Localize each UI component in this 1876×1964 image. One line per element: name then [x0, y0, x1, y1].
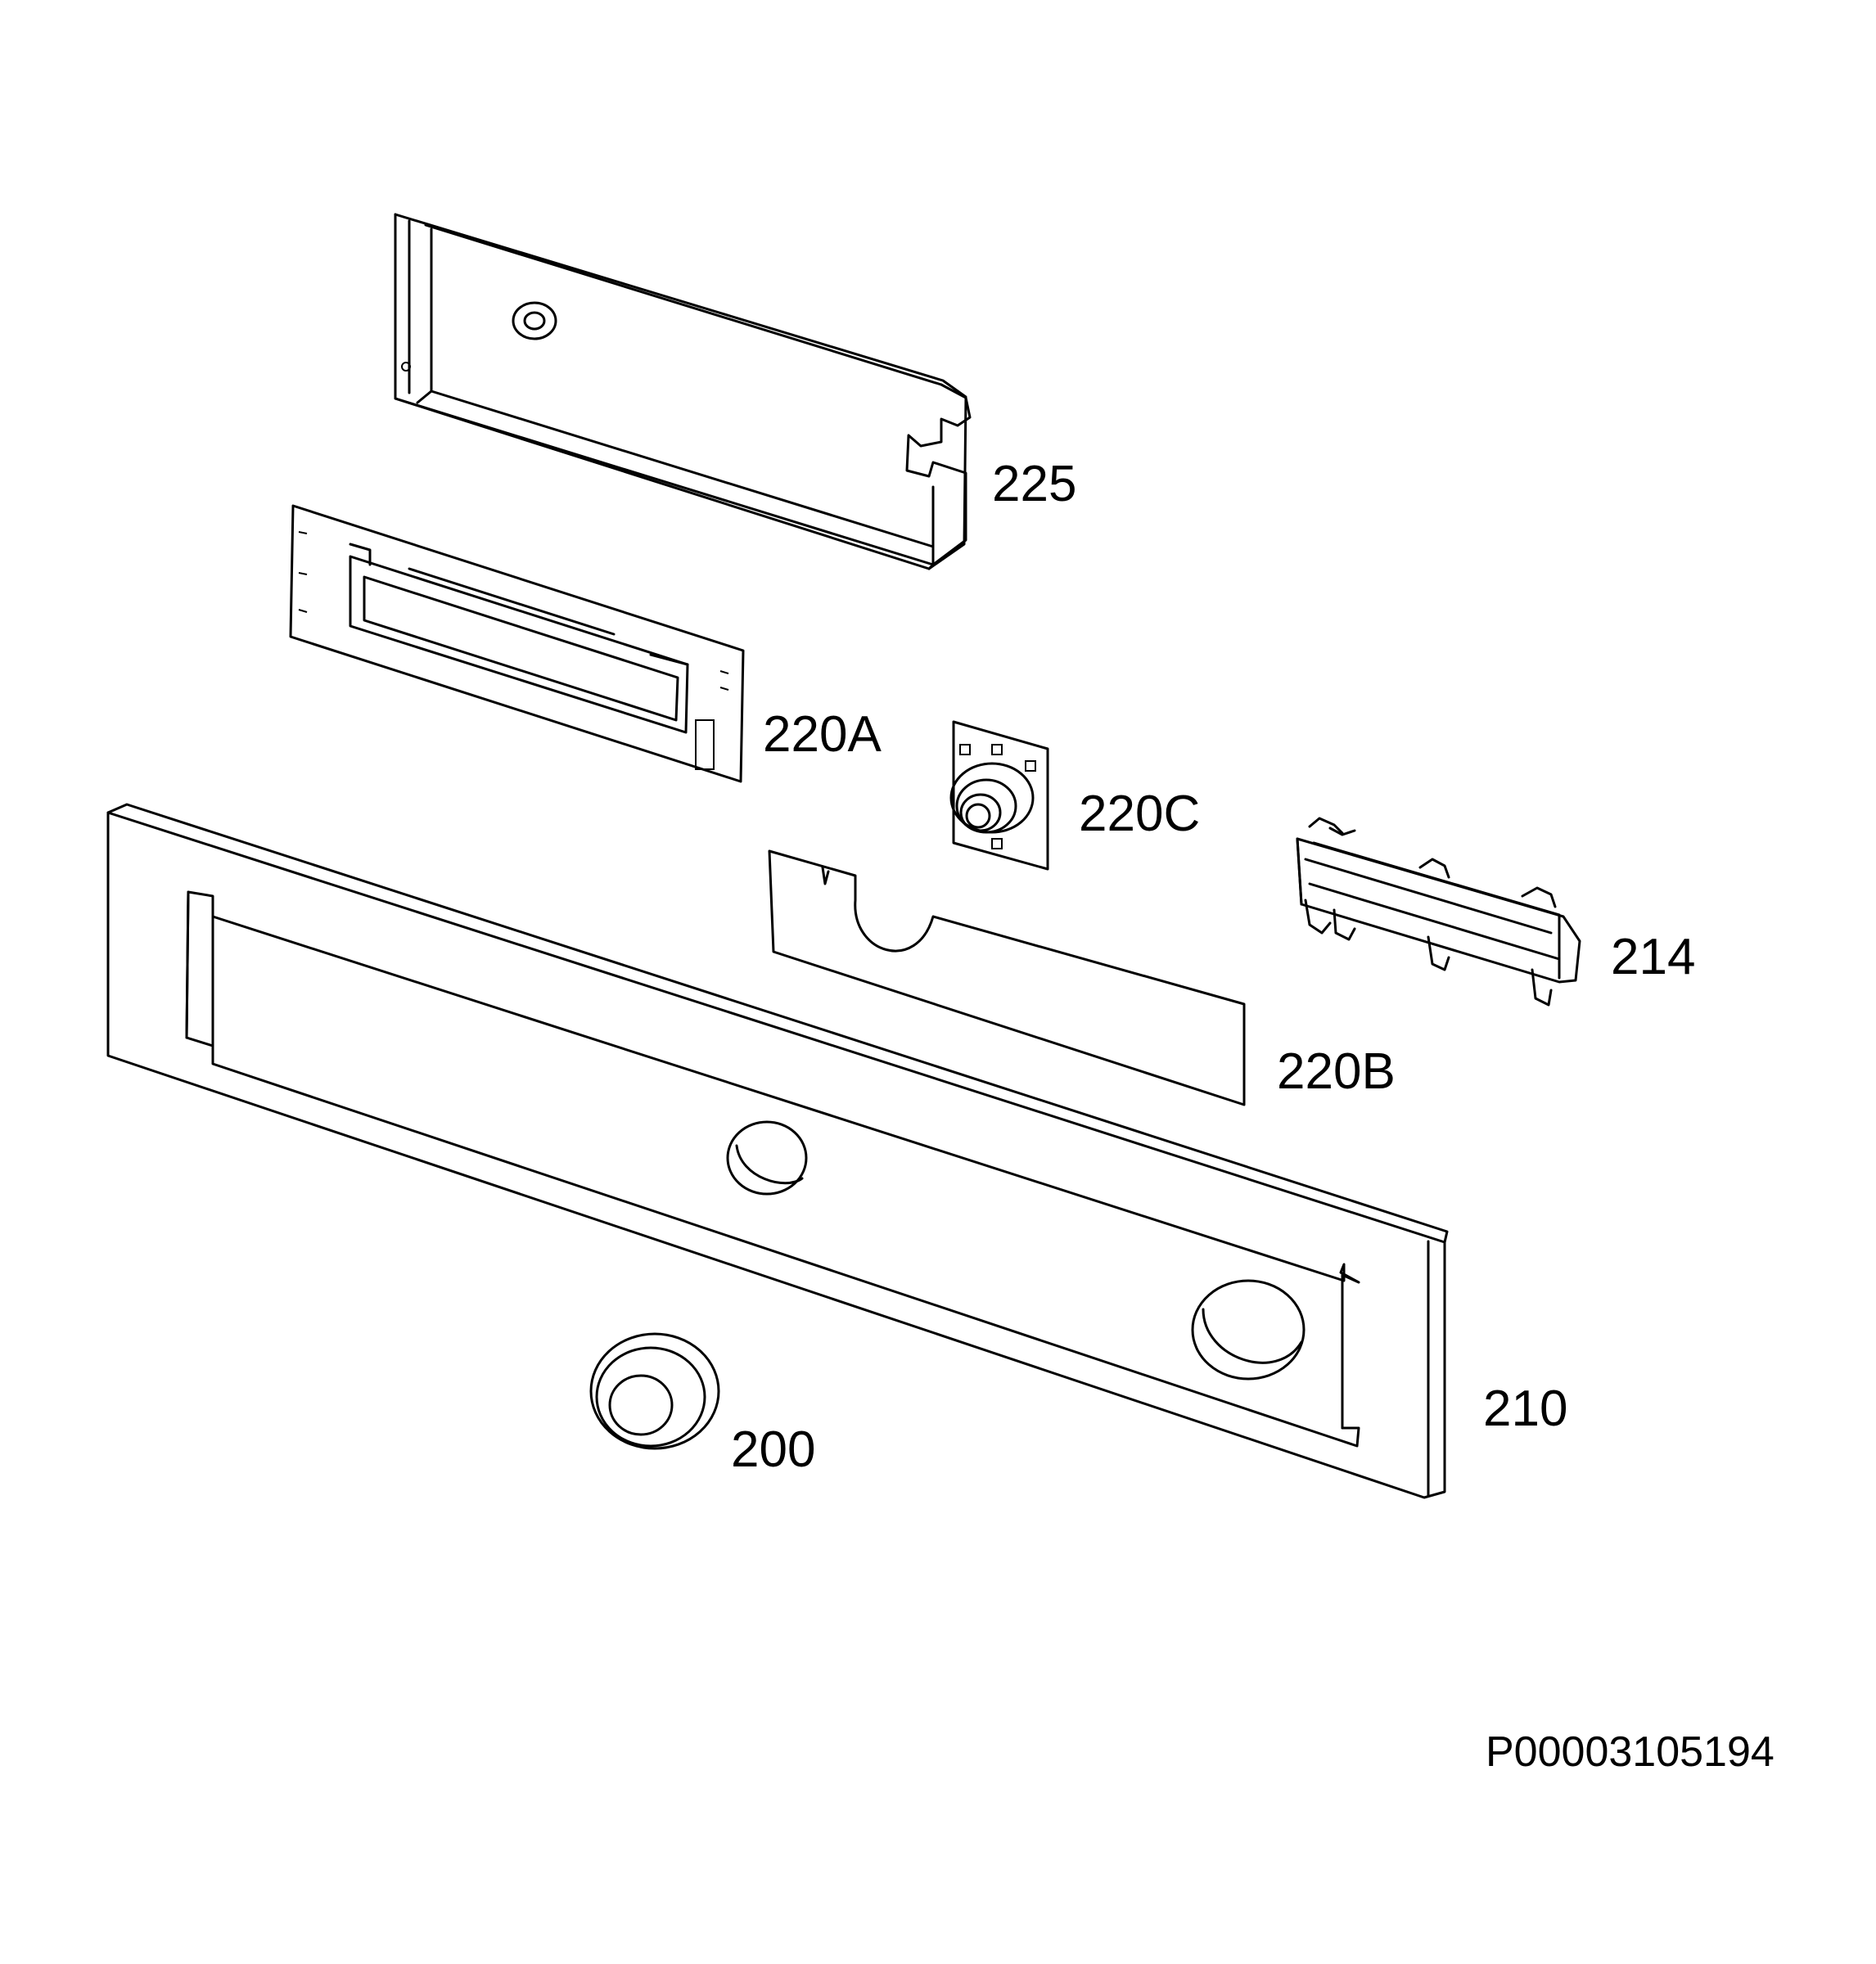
label-220C: 220C — [1079, 786, 1200, 842]
label-220A: 220A — [763, 706, 882, 763]
label-225: 225 — [992, 456, 1076, 512]
part-220B-film — [768, 849, 1246, 1106]
label-214: 214 — [1611, 929, 1695, 985]
part-220A-display-board — [289, 504, 745, 783]
label-220B: 220B — [1277, 1043, 1396, 1100]
part-225-bracket — [394, 213, 972, 570]
part-220C-encoder-board — [949, 720, 1049, 871]
part-200-knob — [589, 1332, 720, 1450]
document-number: P00003105194 — [1486, 1728, 1775, 1776]
label-200: 200 — [731, 1421, 815, 1478]
label-210: 210 — [1483, 1381, 1567, 1437]
part-214-clip-bracket — [1296, 817, 1581, 1007]
part-210-front-panel — [106, 803, 1449, 1499]
